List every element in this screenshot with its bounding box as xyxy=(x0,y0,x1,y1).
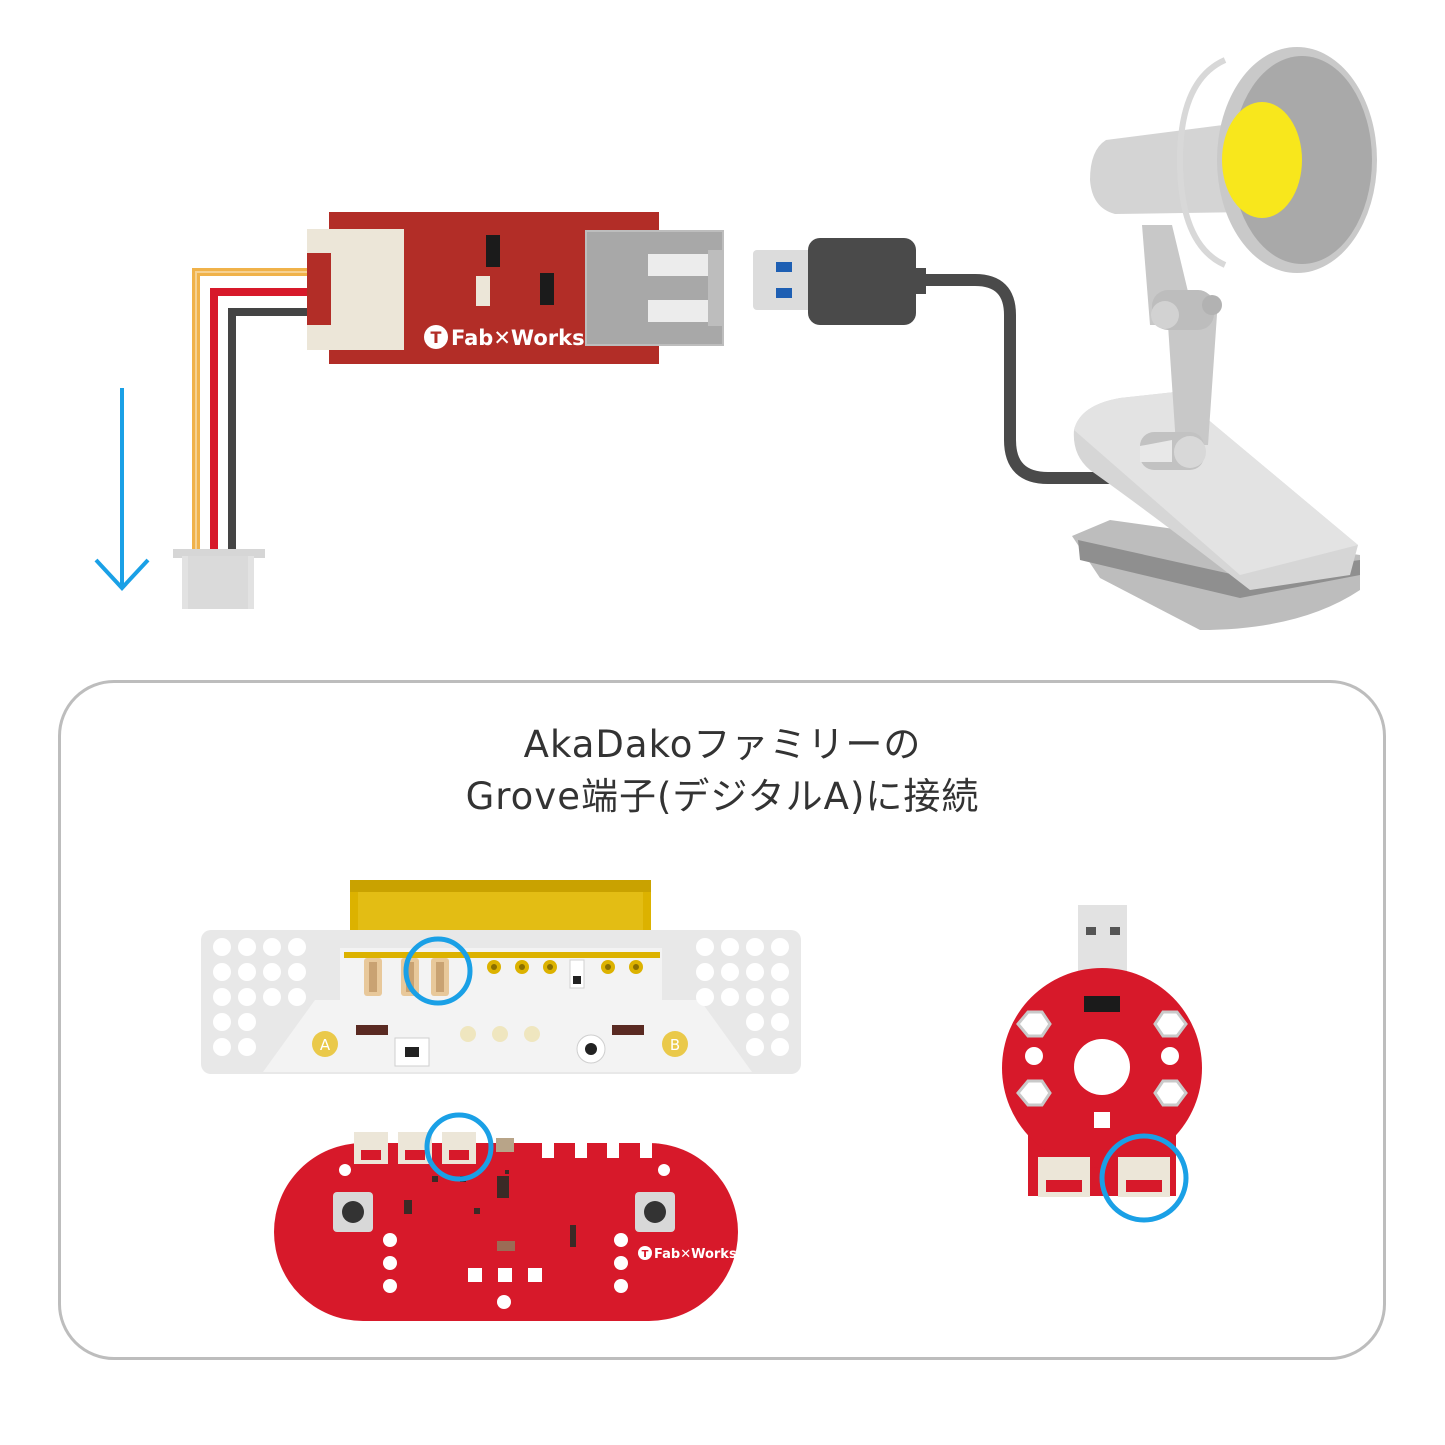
caption-line-2: Grove端子(デジタルA)に接続 xyxy=(465,775,980,818)
down-arrow-icon xyxy=(94,388,150,591)
svg-text:T: T xyxy=(431,328,442,347)
usb-plug-icon xyxy=(753,238,926,325)
grove-plug xyxy=(173,549,265,609)
usb-grove-module: T Fab✕Works xyxy=(307,212,724,364)
lamp-icon xyxy=(1072,47,1377,630)
highlight-circle xyxy=(403,936,473,1006)
caption-box xyxy=(58,680,1386,1360)
red-capsule-board: T Fab✕Works xyxy=(274,1112,738,1321)
highlight-circle xyxy=(424,1112,494,1182)
button-b-label: B xyxy=(670,1036,680,1054)
button-a-label: A xyxy=(320,1036,331,1054)
highlight-circle xyxy=(1099,1133,1189,1223)
grove-cable xyxy=(192,268,330,552)
usb-cable xyxy=(924,274,1112,484)
caption-line-1: AkaDakoファミリーの xyxy=(523,723,922,766)
white-grove-board: A B xyxy=(201,880,801,1074)
round-red-board xyxy=(1002,905,1202,1223)
svg-text:T: T xyxy=(642,1249,649,1260)
akadako-logo: Fab✕Works xyxy=(654,1247,737,1262)
module-logo: Fab✕Works xyxy=(451,326,585,350)
